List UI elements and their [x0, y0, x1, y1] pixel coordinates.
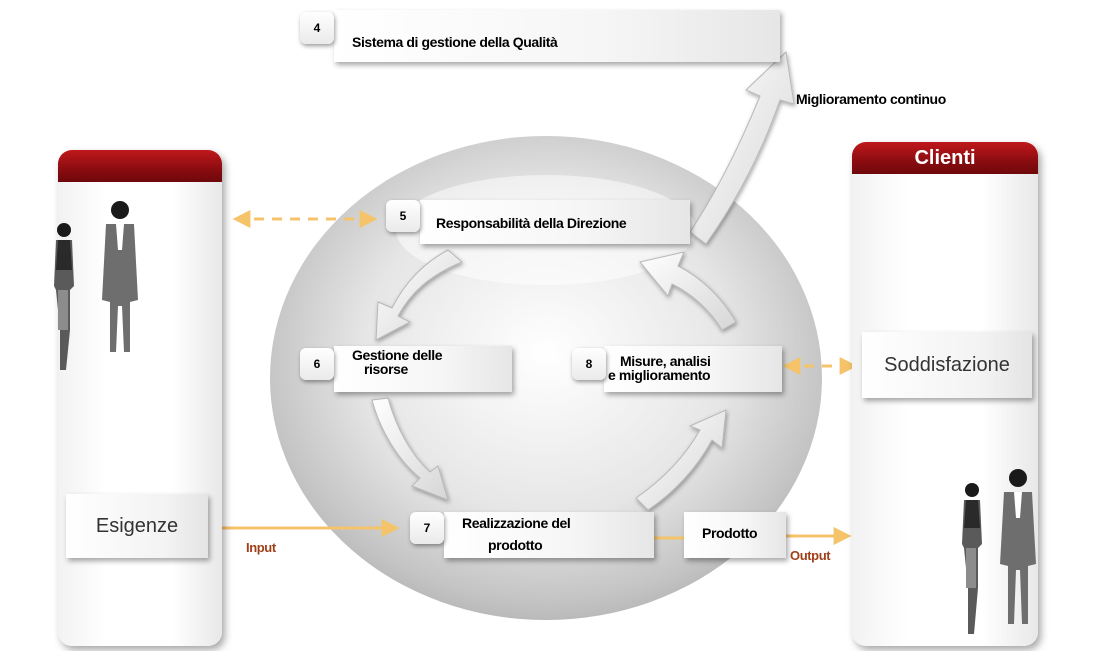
realization-label-line2: prodotto [488, 537, 543, 553]
output-label: Output [790, 548, 831, 563]
left-panel-header [58, 150, 222, 182]
customers-panel-header: Clienti [852, 142, 1038, 174]
requirements-label: Esigenze [95, 514, 179, 537]
people-silhouette-icon [54, 201, 138, 370]
curved-arrow-icon [639, 251, 737, 331]
measurement-number-badge: 8 [572, 348, 606, 380]
management-label: Responsabilità della Direzione [436, 215, 627, 231]
qms-label: Sistema di gestione della Qualità [352, 34, 558, 50]
resources-label-line1: Gestione delle [352, 347, 443, 363]
measurement-box: Misure, analisi e miglioramento [604, 346, 782, 392]
qms-number-badge: 4 [300, 12, 334, 44]
input-label: Input [246, 540, 276, 555]
realization-label-line1: Realizzazione del [462, 515, 571, 531]
people-silhouette-icon [962, 469, 1036, 634]
measurement-label-line2: e miglioramento [608, 367, 711, 383]
realization-box: Realizzazione del prodotto [444, 512, 654, 558]
left-panel [54, 150, 222, 646]
product-label: Prodotto [702, 525, 758, 541]
curved-arrow-icon [375, 249, 463, 341]
satisfaction-label: Soddisfazione [884, 353, 1010, 376]
product-box: Prodotto [684, 512, 786, 558]
management-box: Responsabilità della Direzione [420, 200, 690, 244]
requirements-box: Esigenze [66, 494, 208, 558]
continual-improvement-label: Miglioramento continuo [796, 91, 946, 107]
resources-number-badge: 6 [300, 348, 334, 380]
satisfaction-box: Soddisfazione [862, 332, 1032, 398]
realization-number-badge: 7 [410, 512, 444, 544]
resources-label-line2: risorse [364, 361, 408, 377]
process-sphere [270, 136, 822, 620]
curved-arrow-icon [371, 397, 449, 501]
management-number-badge: 5 [386, 200, 420, 232]
curved-arrow-icon [635, 409, 727, 511]
qms-box: Sistema di gestione della Qualità [334, 10, 780, 62]
curved-arrow-icon [689, 50, 795, 245]
resources-box: Gestione delle risorse [334, 346, 512, 392]
measurement-label-line1: Misure, analisi [620, 353, 711, 369]
